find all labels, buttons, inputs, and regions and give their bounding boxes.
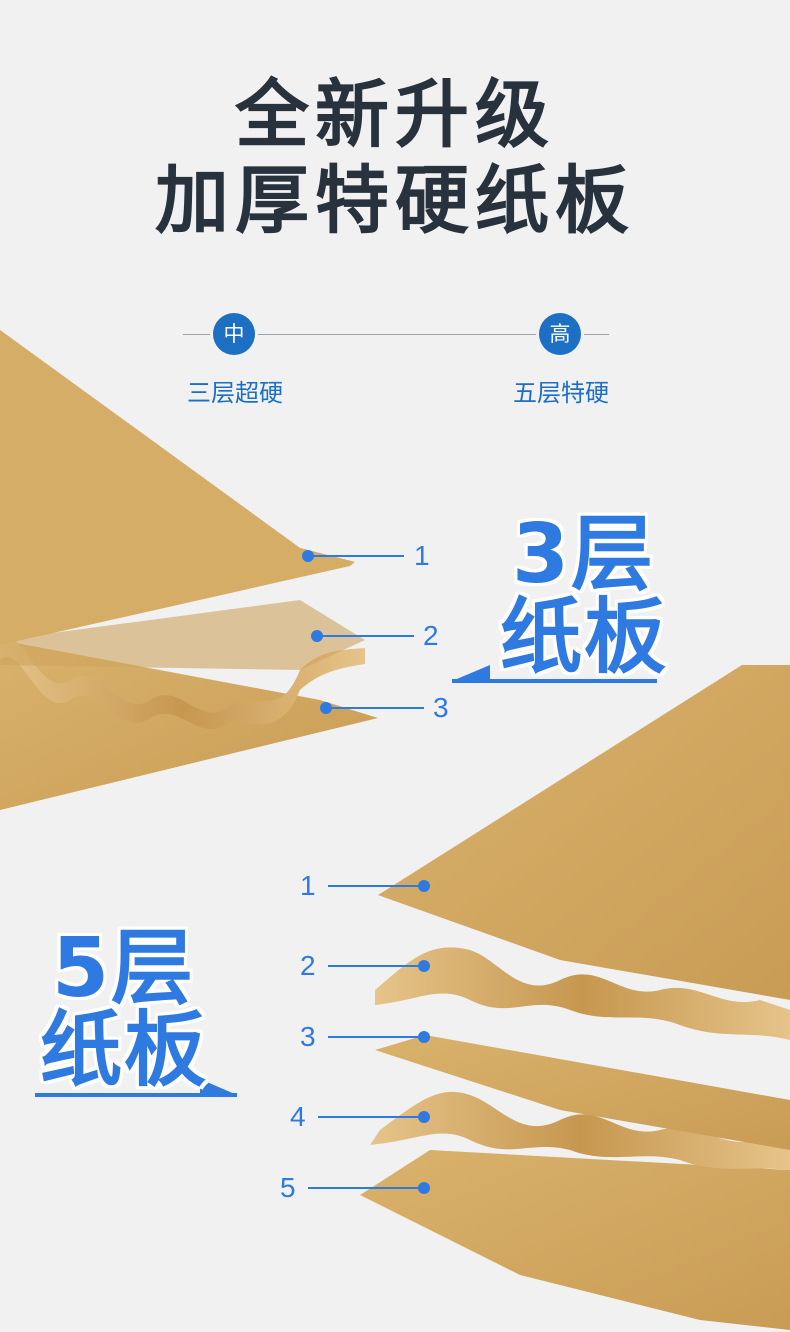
hardness-scale-line xyxy=(183,334,609,335)
board3-layer-2-number: 2 xyxy=(423,620,439,651)
board5-label-line-2: 纸板 xyxy=(40,1003,209,1098)
board5-liner-3 xyxy=(375,1035,790,1150)
board5-layer-5-number: 5 xyxy=(280,1172,296,1203)
board3-fluting xyxy=(0,636,365,730)
board5-liner-5 xyxy=(360,1150,790,1330)
board5-label-line-1: 5层 xyxy=(52,921,196,1016)
three-layer-label: 三层超硬 xyxy=(187,379,283,407)
board5-layer-2-number: 2 xyxy=(300,950,316,981)
board5-fluting-4 xyxy=(370,1091,790,1170)
board3-layer-3-number: 3 xyxy=(433,692,449,723)
board5-callouts xyxy=(308,880,430,1194)
five-layer-label: 五层特硬 xyxy=(513,379,609,407)
board5-layer-4-number: 4 xyxy=(290,1101,306,1132)
board5-layer-3-number: 3 xyxy=(300,1021,316,1052)
board5-liner-1 xyxy=(378,665,790,1000)
board3-layer-1-number: 1 xyxy=(414,540,430,571)
title-line-2: 加厚特硬纸板 xyxy=(155,158,635,244)
five-layer-board xyxy=(360,665,790,1330)
board3-label-pointer xyxy=(452,665,657,683)
board5-label-pointer xyxy=(35,1079,237,1097)
title-line-1: 全新升级 xyxy=(235,72,555,158)
board3-callouts xyxy=(302,550,424,714)
medium-badge: 中 xyxy=(213,313,255,355)
three-layer-board xyxy=(0,330,378,810)
board3-label-line-2: 纸板 xyxy=(500,590,669,685)
high-badge: 高 xyxy=(539,313,581,355)
board3-label-line-1: 3层 xyxy=(512,507,656,602)
board5-layer-1-number: 1 xyxy=(300,870,316,901)
board5-fluting-2 xyxy=(375,947,790,1040)
